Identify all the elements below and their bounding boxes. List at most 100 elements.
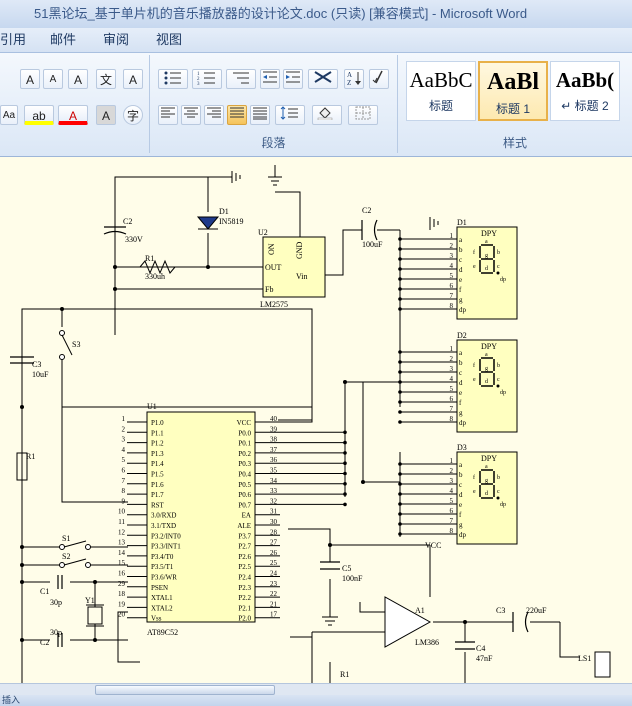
u1-right-pin-name: P2.3 <box>238 584 251 592</box>
justify-button[interactable] <box>227 105 247 125</box>
dpy-pin-number: 2 <box>450 467 454 475</box>
svg-text:Z: Z <box>347 79 351 86</box>
show-marks-button[interactable] <box>369 69 389 89</box>
dpy-pin-number: 7 <box>450 517 454 525</box>
u1-right-pin-number: 38 <box>270 436 278 444</box>
distributed-icon <box>253 107 267 120</box>
dpy-bus-junction <box>398 267 402 271</box>
menu-view[interactable]: 视图 <box>156 32 183 47</box>
u1-right-pin-number: 31 <box>270 508 278 516</box>
seven-seg-label: a <box>485 464 488 470</box>
u1-right-pin-name: P0.7 <box>238 501 251 509</box>
u1-left-pin-name: P1.3 <box>151 450 164 458</box>
char-border-button[interactable]: A <box>123 69 143 89</box>
u1-right-pin-number: 28 <box>270 528 278 536</box>
seven-seg-label: a <box>485 239 488 245</box>
dpy-bus-junction <box>398 370 402 374</box>
u1-left-pin-number: 10 <box>118 508 126 516</box>
shrink-font-button[interactable]: A <box>43 69 63 89</box>
dpy-bus-junction <box>398 400 402 404</box>
bullets-button[interactable] <box>158 69 188 89</box>
grow-font-button[interactable]: A <box>20 69 40 89</box>
scroll-thumb[interactable] <box>95 685 275 695</box>
increase-indent-button[interactable] <box>283 69 303 89</box>
seven-seg-label: b <box>497 250 500 256</box>
bus-junction <box>343 482 347 486</box>
font-color-button[interactable]: A <box>58 105 88 125</box>
dpy-label: DPY <box>481 342 497 351</box>
border-icon <box>355 106 371 120</box>
decrease-indent-icon <box>263 71 277 83</box>
u2-fb-label: Fb <box>265 285 273 294</box>
u1-right-pin-number: 35 <box>270 467 278 475</box>
dpy-bus-junction <box>398 390 402 394</box>
menu-review[interactable]: 审阅 <box>103 32 130 47</box>
char-shading-button[interactable]: A <box>96 105 116 125</box>
clear-format-button[interactable]: A <box>68 69 88 89</box>
highlight-button[interactable]: ab <box>24 105 54 125</box>
u1-left-pin-number: 2 <box>122 425 126 433</box>
svg-text:A: A <box>347 71 352 79</box>
u1-left-pin-number: 9 <box>122 497 126 505</box>
a1-label: A1 <box>415 606 425 615</box>
u2-label: U2 <box>258 228 268 237</box>
c4-label: C4 <box>476 644 485 653</box>
horizontal-scrollbar[interactable] <box>0 683 632 696</box>
c2-top-value: 330V <box>125 235 143 244</box>
r1-top-value: 330uh <box>145 272 165 281</box>
menu-mailings[interactable]: 邮件 <box>50 32 77 47</box>
dpy-bus-junction <box>398 247 402 251</box>
chinese-layout-button[interactable] <box>308 69 338 89</box>
dpy-pin-number: 4 <box>450 375 454 383</box>
d1-diode-value: IN5819 <box>219 217 243 226</box>
c2-mid-value: 100uF <box>362 240 383 249</box>
ls1-label: LS1 <box>578 654 591 663</box>
dpy-bus-junction <box>398 482 402 486</box>
style-heading-1[interactable]: AaBl 标题 1 <box>478 61 548 121</box>
u1-left-pin-name: XTAL1 <box>151 594 173 602</box>
style-heading-2[interactable]: AaBb( ↵ 标题 2 <box>550 61 620 121</box>
dpy-pin-seg: dp <box>459 306 467 314</box>
enclose-char-button[interactable]: 字 <box>123 105 143 125</box>
phonetic-guide-button[interactable]: 文 <box>96 69 116 89</box>
decrease-indent-button[interactable] <box>260 69 280 89</box>
shading-button[interactable] <box>312 105 342 125</box>
u1-right-pin-name: P0.2 <box>238 450 251 458</box>
bus-junction <box>343 502 347 507</box>
bus-junction <box>343 430 347 435</box>
seven-seg-label: a <box>485 352 488 358</box>
line-spacing-button[interactable] <box>275 105 305 125</box>
change-case-button[interactable]: Aa <box>0 105 18 125</box>
multilevel-list-button[interactable] <box>226 69 256 89</box>
u1-left-pin-name: P1.7 <box>151 491 164 499</box>
distributed-button[interactable] <box>250 105 270 125</box>
u1-left-pin-name: P1.2 <box>151 440 164 448</box>
menu-references[interactable]: 引用 <box>0 32 27 47</box>
u1-left-pin-number: 29 <box>118 580 126 588</box>
vcc-label: VCC <box>425 541 441 550</box>
align-right-button[interactable] <box>204 105 224 125</box>
borders-button[interactable] <box>348 105 378 125</box>
dpy-bus-junction <box>398 410 402 414</box>
dpy-designator: D3 <box>457 443 467 452</box>
dpy-pin-number: 2 <box>450 242 454 250</box>
align-left-button[interactable] <box>158 105 178 125</box>
dpy-pin-seg: e <box>459 389 462 397</box>
style-title[interactable]: AaBbC 标题 <box>406 61 476 121</box>
dpy-pin-number: 3 <box>450 252 454 260</box>
dpy-pin-seg: d <box>459 491 463 499</box>
align-center-button[interactable] <box>181 105 201 125</box>
dpy-bus-junction <box>398 287 402 291</box>
u1-right-pin-number: 40 <box>270 415 278 423</box>
u1-left-pin-name: 3.1/TXD <box>151 522 176 530</box>
dpy-designator: D1 <box>457 218 467 227</box>
dpy-pin-number: 8 <box>450 527 454 535</box>
dpy-pin-number: 1 <box>450 345 454 353</box>
u1-left-pin-number: 7 <box>122 477 126 485</box>
c2-top-label: C2 <box>123 217 132 226</box>
